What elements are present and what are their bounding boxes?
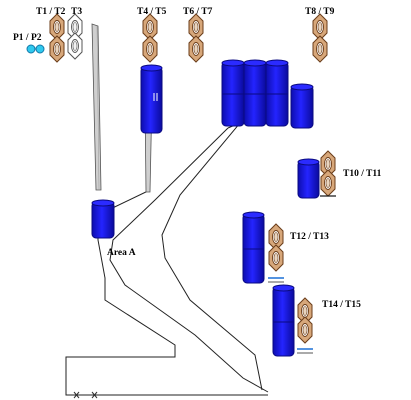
pump-p2 <box>35 44 45 54</box>
truck-t3 <box>67 13 83 60</box>
tank-group-center <box>140 64 163 134</box>
trucks-t10-t11 <box>320 150 336 197</box>
tank <box>140 66 163 134</box>
conveyor-t3 <box>91 23 102 191</box>
trucks-t12-t13 <box>268 223 284 283</box>
tank-t14 <box>272 284 295 357</box>
trucks-t8-t9 <box>312 13 328 63</box>
trucks-t14-t15 <box>297 297 313 354</box>
tank-group-large <box>221 59 314 129</box>
road-markers <box>73 391 98 399</box>
label-t1-t2: T1 / T2 <box>36 7 66 17</box>
trucks-t1-t2 <box>49 13 65 63</box>
pumps-p1-p2 <box>26 44 45 54</box>
label-p1-p2: P1 / P2 <box>13 33 42 43</box>
trucks-t6-t7 <box>188 13 204 63</box>
label-t14-t15: T14 / T15 <box>322 300 361 310</box>
tank <box>290 85 314 129</box>
label-t6-t7: T6 / T7 <box>183 7 213 17</box>
conveyor-line <box>96 25 100 191</box>
label-t4-t5: T4 / T5 <box>137 7 167 17</box>
label-t8-t9: T8 / T9 <box>305 7 335 17</box>
tank <box>297 160 320 199</box>
label-area-a: Area A <box>107 248 136 258</box>
label-t3: T3 <box>71 7 82 17</box>
tank-t10 <box>297 158 320 199</box>
tank-area-a <box>91 199 115 239</box>
label-t12-t13: T12 / T13 <box>290 232 329 242</box>
tank <box>91 201 115 239</box>
label-t10-t11: T10 / T11 <box>343 169 382 179</box>
tank-t12 <box>242 211 265 284</box>
trucks-t4-t5 <box>142 13 158 63</box>
pump-p1 <box>26 44 36 54</box>
